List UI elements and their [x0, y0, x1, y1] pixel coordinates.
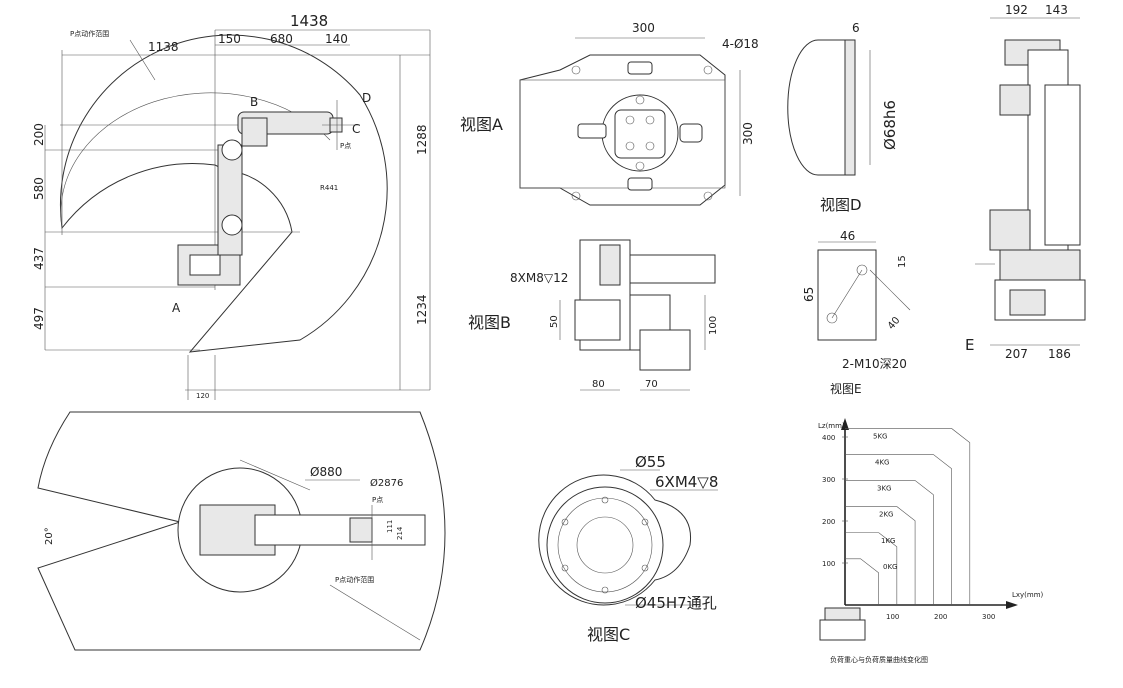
view-a: 视图A 300 300 4-Ø18: [460, 21, 759, 206]
view-c-bore: Ø45H7通孔: [635, 594, 717, 612]
marker-a: A: [172, 301, 181, 315]
chart-curve-label-4KG: 4KG: [875, 459, 889, 467]
chart-x-tick-100: 100: [886, 613, 899, 621]
dim-1438: 1438: [290, 12, 328, 30]
view-b-dim-50: 50: [549, 315, 560, 328]
right-dim-192: 192: [1005, 3, 1028, 17]
work-envelope-side: [59, 34, 388, 353]
view-e-dim-15: 15: [897, 255, 908, 268]
view-e-dim-46: 46: [840, 229, 855, 243]
top-dim-111: 111: [386, 520, 394, 533]
view-a-dim-300-h: 300: [741, 122, 755, 145]
view-c: Ø55 6XM4▽8 Ø45H7通孔 视图C: [538, 453, 718, 644]
chart-y-tick-100: 100: [822, 560, 835, 568]
chart-y-tick-300: 300: [822, 476, 835, 484]
chart-curve-5KG: [845, 428, 971, 605]
top-view: Ø880 Ø2876 20° P点 111 214 P点动作范围: [37, 411, 446, 651]
chart-curve-label-2KG: 2KG: [879, 511, 893, 519]
chart-caption: 负荷重心与负荷质量曲线变化图: [830, 655, 928, 664]
view-b-dim-80: 80: [592, 379, 605, 390]
marker-b: B: [250, 95, 258, 109]
chart-curve-label-5KG: 5KG: [873, 433, 887, 441]
view-b-dim-70: 70: [645, 379, 658, 390]
chart-curve-0KG: [845, 558, 879, 605]
work-envelope-top: [37, 411, 446, 651]
dim-200: 200: [32, 123, 46, 146]
dim-1288: 1288: [415, 124, 429, 155]
load-chart: 100 200 300 400 100 200 300 5KG 4KG 3KG 2KG 1KG 0KG…: [818, 418, 1044, 664]
view-b-dim-100: 100: [708, 316, 719, 335]
right-dim-207: 207: [1005, 347, 1028, 361]
chart-curve-2KG: [845, 506, 916, 605]
robot-lower-arm: [217, 144, 243, 256]
marker-c: C: [352, 122, 360, 136]
dim-580: 580: [32, 177, 46, 200]
view-c-title: 视图C: [587, 625, 630, 644]
view-d-dim-6: 6: [852, 21, 860, 35]
view-e-dim-65: 65: [802, 287, 816, 302]
view-c-thread: 6XM4▽8: [655, 473, 718, 491]
dim-140: 140: [325, 32, 348, 46]
top-dim-214: 214: [396, 526, 404, 540]
chart-ticks: 100 200 300 400 100 200 300: [822, 434, 995, 621]
view-d-title: 视图D: [820, 196, 862, 214]
view-a-dim-300-w: 300: [632, 21, 655, 35]
top-dia-880: Ø880: [310, 465, 342, 479]
chart-curve-label-3KG: 3KG: [877, 485, 891, 493]
view-b-title: 视图B: [468, 313, 511, 332]
chart-curve-3KG: [845, 480, 934, 605]
view-e-title: 视图E: [830, 381, 862, 396]
chart-y-tick-200: 200: [822, 518, 835, 526]
dim-150: 150: [218, 32, 241, 46]
dim-1138: 1138: [148, 40, 179, 54]
view-e-thread: 2-M10深20: [842, 357, 907, 371]
chart-x-tick-200: 200: [934, 613, 947, 621]
chart-y-tick-400: 400: [822, 434, 835, 442]
chart-y-label: Lz(mm): [818, 422, 845, 430]
chart-curve-4KG: [845, 454, 952, 605]
view-a-title: 视图A: [460, 115, 503, 134]
label-range-side: P点动作范围: [70, 29, 109, 38]
view-d: 6 Ø68h6 视图D: [787, 21, 899, 214]
marker-d: D: [362, 91, 371, 105]
chart-x-tick-300: 300: [982, 613, 995, 621]
chart-x-label: Lxy(mm): [1012, 591, 1044, 599]
view-e-dim-40: 40: [886, 315, 903, 332]
label-r441: R441: [320, 184, 338, 192]
chart-curve-1KG: [845, 532, 898, 605]
dim-680: 680: [270, 32, 293, 46]
right-label-e: E: [965, 336, 974, 354]
top-p-point: P点: [372, 496, 383, 504]
right-dim-186: 186: [1048, 347, 1071, 361]
dim-497: 497: [32, 307, 46, 330]
view-b: 视图B 8XM8▽12 50 100 80 70: [468, 239, 719, 391]
dim-1234: 1234: [415, 294, 429, 325]
view-e-small: 46 15 65 40 2-M10深20 视图E: [802, 229, 911, 396]
dim-120: 120: [196, 392, 209, 400]
top-angle: 20°: [44, 527, 55, 545]
chart-curve-label-1KG: 1KG: [881, 537, 895, 545]
top-range-label: P点动作范围: [335, 575, 374, 584]
view-b-thread: 8XM8▽12: [510, 271, 568, 285]
dim-437: 437: [32, 247, 46, 270]
side-view: 1438 1138 150 680 140 P点动作范围 200 580 437…: [32, 12, 431, 400]
view-c-dia-55: Ø55: [635, 453, 666, 471]
right-view: 192 143 207 186 E: [965, 3, 1086, 361]
view-a-holes: 4-Ø18: [722, 37, 759, 51]
marker-p: P点: [340, 142, 351, 150]
chart-curve-label-0KG: 0KG: [883, 563, 897, 571]
view-d-dim-dia: Ø68h6: [881, 100, 899, 150]
right-dim-143: 143: [1045, 3, 1068, 17]
chart-curves: 5KG 4KG 3KG 2KG 1KG 0KG: [845, 428, 971, 605]
top-dia-2876: Ø2876: [370, 477, 403, 489]
